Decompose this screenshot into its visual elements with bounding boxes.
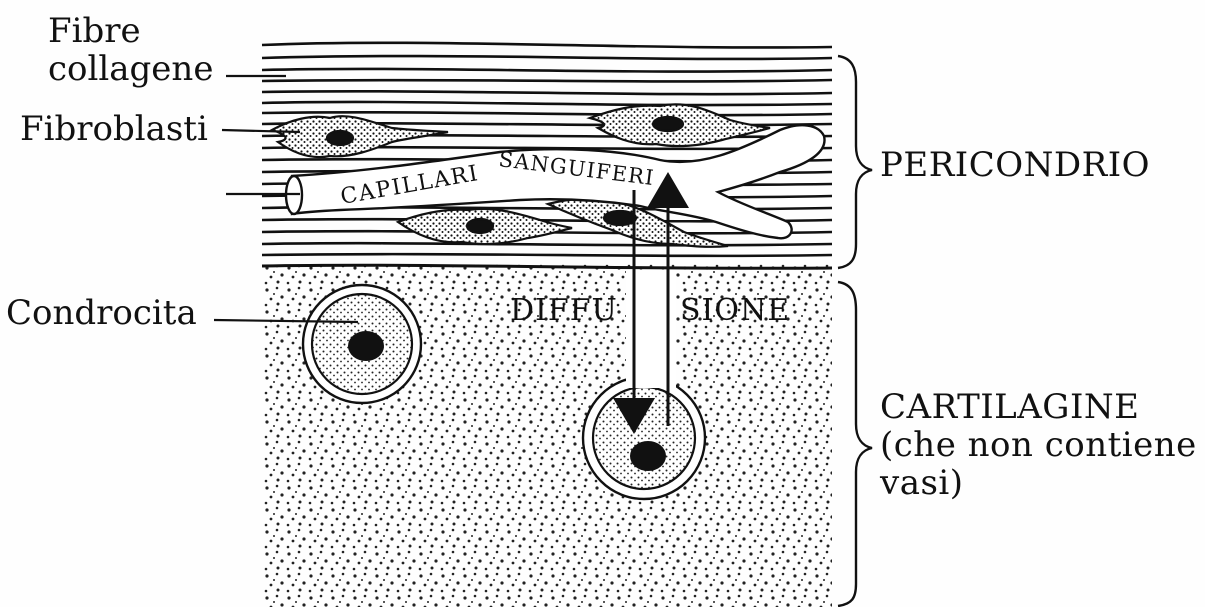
chondrocyte-left	[303, 285, 421, 403]
pericondrio-label: PERICONDRIO	[880, 146, 1150, 184]
fibroblasti-label: Fibroblasti	[20, 110, 208, 148]
cartilagine-brace	[838, 282, 872, 606]
cartilagine-note-line2: vasi)	[880, 464, 1197, 502]
chondrocyte-right	[583, 377, 705, 499]
fibre-label-line2: collagene	[48, 50, 213, 88]
sione-label: SIONE	[680, 293, 790, 328]
cartilagine-label: CARTILAGINE (che non contiene vasi)	[880, 388, 1197, 502]
cartilagine-note-line1: (che non contiene	[880, 426, 1197, 464]
cartilagine-title: CARTILAGINE	[880, 388, 1197, 426]
pericondrio-brace	[838, 56, 872, 268]
diffu-label: DIFFU	[510, 293, 618, 328]
condrocita-label: Condrocita	[6, 294, 197, 332]
fibre-collagene-label: Fibre collagene	[48, 12, 213, 88]
fibre-label-line1: Fibre	[48, 12, 213, 50]
